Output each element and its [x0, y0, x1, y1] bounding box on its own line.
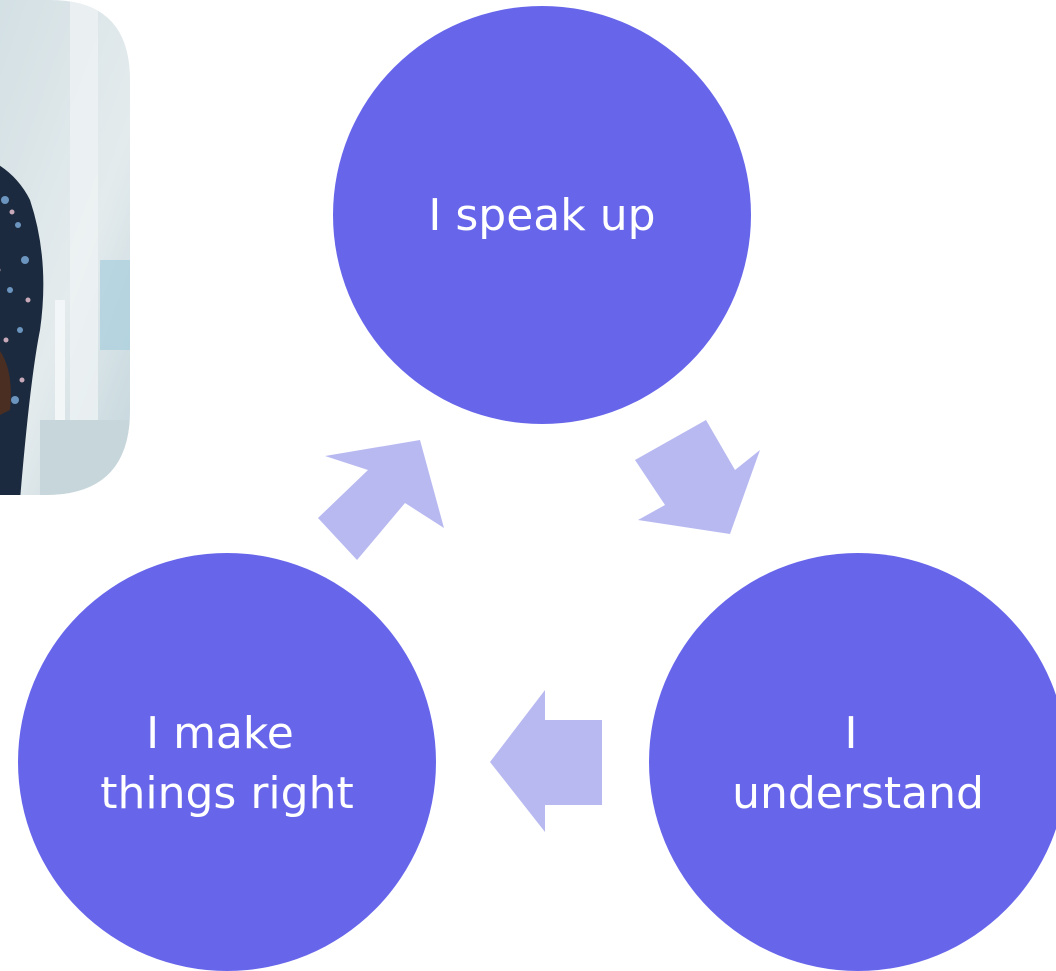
arrow-down-right-icon [635, 420, 760, 534]
arrows [318, 420, 760, 832]
cycle-node-right [649, 553, 1056, 971]
cycle-node-top [333, 6, 751, 424]
node-label-top: I speak up [428, 190, 655, 241]
node-label-right: I understand [732, 708, 984, 819]
person-photo [0, 0, 130, 495]
cycle-node-left [18, 553, 436, 971]
arrow-left-icon [490, 690, 602, 832]
arrow-up-right-icon [318, 440, 444, 560]
node-label-left: I make things right [100, 708, 353, 819]
